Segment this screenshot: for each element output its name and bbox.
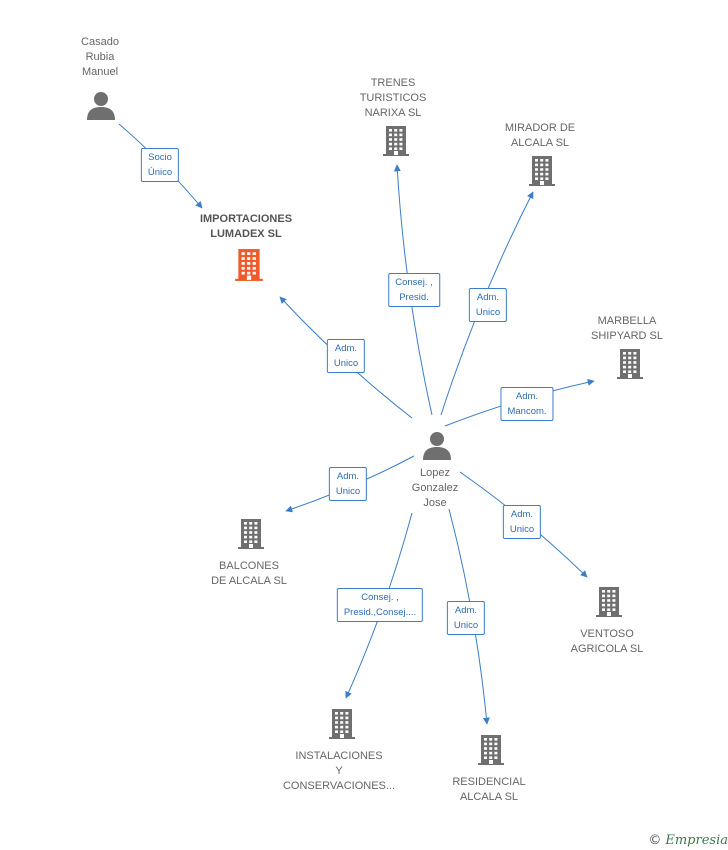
building-icon[interactable]	[232, 248, 266, 287]
node-label-line: Casado	[81, 36, 119, 48]
edge-label-line: Adm.	[454, 605, 478, 616]
node-label-line: TURISTICOS	[359, 92, 427, 104]
node-label-line: IMPORTACIONES	[199, 213, 293, 225]
node-label-residencial[interactable]: RESIDENCIAL ALCALA SL	[452, 775, 525, 805]
node-label-line: TRENES	[370, 77, 416, 89]
edge-label-lopez-marbella[interactable]: Adm. Mancom.	[500, 387, 554, 421]
node-label-line: AGRICOLA SL	[570, 643, 644, 655]
node-label-line: VENTOSO	[580, 628, 634, 640]
node-label-line: Y	[335, 765, 343, 777]
node-label-line: LUMADEX SL	[210, 228, 282, 240]
edge-label-line: Presid.,Consej....	[343, 607, 417, 618]
building-icon[interactable]	[475, 734, 507, 771]
edge-label-lopez-residencial[interactable]: Adm. Unico	[446, 601, 486, 635]
edge-label-line: Consej. ,	[395, 277, 433, 288]
building-icon[interactable]	[526, 155, 558, 192]
edge-label-line: Adm.	[334, 343, 358, 354]
building-icon[interactable]	[326, 708, 358, 745]
node-label-ventoso[interactable]: VENTOSO AGRICOLA SL	[571, 627, 644, 657]
edge-label-line: Unico	[335, 486, 361, 497]
footer-brand[interactable]: ©Empresia	[648, 833, 728, 848]
node-label-line: SHIPYARD SL	[591, 330, 663, 342]
edge-label-lopez-instalaciones[interactable]: Consej. , Presid.,Consej....	[336, 588, 424, 622]
node-label-line: Lopez	[420, 467, 450, 479]
node-label-line: CONSERVACIONES...	[282, 780, 396, 792]
node-label-line: INSTALACIONES	[295, 750, 383, 762]
edge-label-lopez-importaciones[interactable]: Adm. Unico	[326, 339, 366, 373]
edge-label-line: Adm.	[476, 292, 500, 303]
edge-label-lopez-mirador[interactable]: Adm. Unico	[468, 288, 508, 322]
node-label-line: Rubia	[85, 51, 115, 63]
edge-label-line: Unico	[509, 524, 535, 535]
edge-label-line: Único	[147, 167, 173, 178]
brand-name: Empresia	[665, 833, 728, 848]
edge-label-lopez-balcones[interactable]: Adm. Unico	[328, 467, 368, 501]
edge-label-line: Adm.	[510, 509, 534, 520]
node-label-line: Manuel	[81, 66, 119, 78]
person-icon[interactable]	[422, 430, 452, 465]
edge-label-lopez-trenes[interactable]: Consej. , Presid.	[388, 273, 440, 307]
edge-label-line: Consej. ,	[361, 592, 399, 603]
node-label-balcones[interactable]: BALCONES DE ALCALA SL	[211, 559, 287, 589]
node-label-line: ALCALA SL	[459, 791, 519, 803]
edge-label-line: Unico	[453, 620, 479, 631]
node-label-line: RESIDENCIAL	[452, 776, 526, 788]
node-label-line: Gonzalez	[411, 482, 459, 494]
edge-label-lopez-ventoso[interactable]: Adm. Unico	[502, 505, 542, 539]
edge-label-line: Adm.	[336, 471, 360, 482]
building-icon[interactable]	[593, 586, 625, 623]
edge-label-line: Presid.	[399, 292, 429, 303]
node-label-marbella[interactable]: MARBELLA SHIPYARD SL	[591, 314, 663, 344]
node-label-line: MARBELLA	[597, 315, 657, 327]
node-label-importaciones[interactable]: IMPORTACIONES LUMADEX SL	[200, 212, 292, 242]
edge-label-line: Mancom.	[507, 406, 547, 417]
building-icon[interactable]	[614, 348, 646, 385]
edge-label-line: Unico	[333, 358, 359, 369]
person-icon[interactable]	[86, 90, 116, 125]
building-icon[interactable]	[380, 125, 412, 162]
copyright-icon: ©	[648, 833, 662, 848]
node-label-mirador[interactable]: MIRADOR DE ALCALA SL	[505, 121, 575, 151]
node-label-instalaciones[interactable]: INSTALACIONES Y CONSERVACIONES...	[283, 749, 395, 794]
node-label-trenes[interactable]: TRENES TURISTICOS NARIXA SL	[360, 76, 427, 121]
edge-label-line: Socio	[148, 152, 172, 163]
building-icon[interactable]	[235, 518, 267, 555]
node-label-line: DE ALCALA SL	[211, 575, 287, 587]
edge-label-line: Unico	[475, 307, 501, 318]
node-label-line: ALCALA SL	[510, 137, 570, 149]
node-label-line: Jose	[423, 497, 447, 509]
node-label-line: BALCONES	[219, 560, 279, 572]
node-label-line: NARIXA SL	[364, 107, 422, 119]
node-label-line: MIRADOR DE	[504, 122, 576, 134]
edge-label-line: Adm.	[515, 391, 539, 402]
